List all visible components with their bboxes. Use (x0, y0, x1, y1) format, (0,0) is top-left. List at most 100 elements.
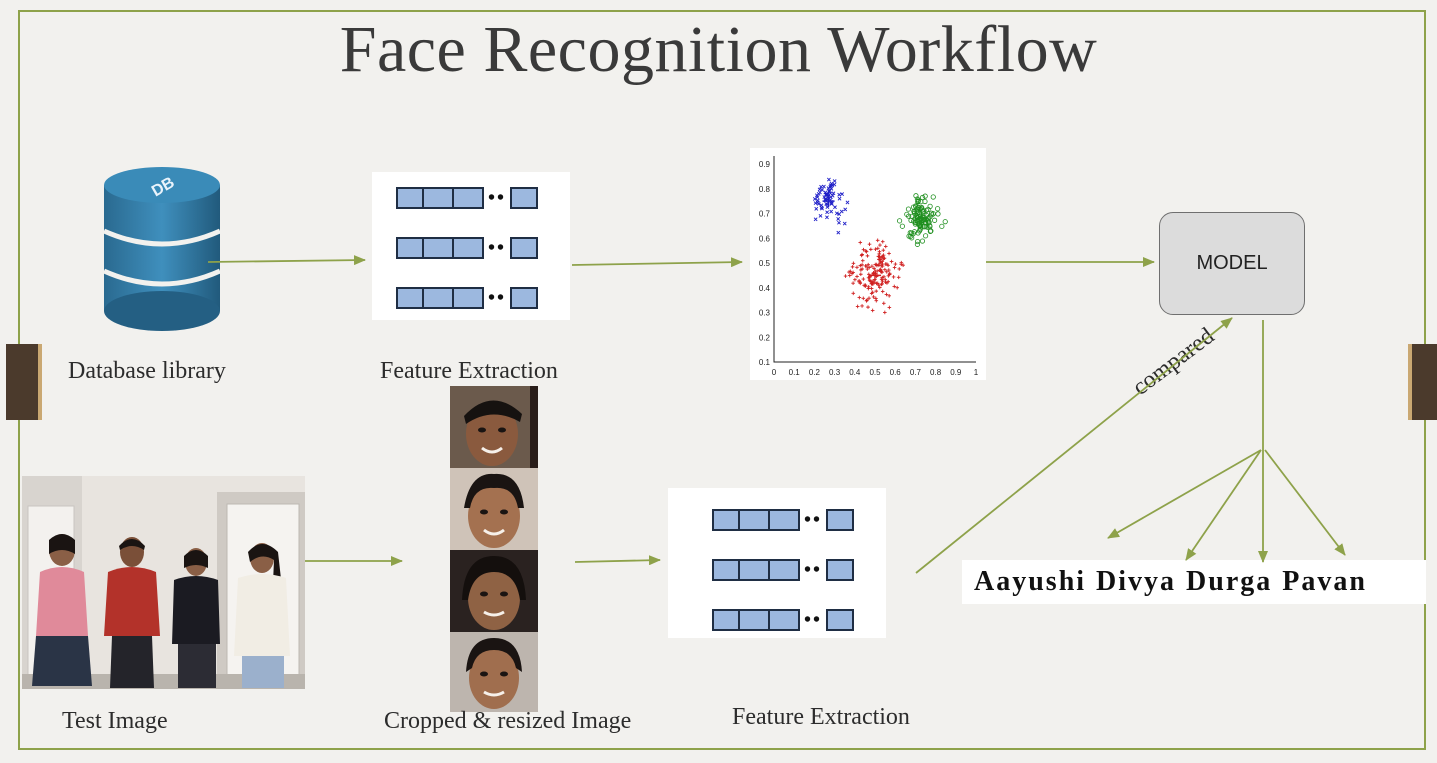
cropped-face-2 (450, 468, 538, 550)
scatter-point (879, 255, 884, 260)
scatter-point (837, 220, 841, 225)
scatter-point (932, 217, 938, 223)
x-tick-label: 1 (974, 368, 979, 377)
scatter-point (878, 267, 883, 272)
scatter-point (914, 196, 921, 202)
scatter-point (939, 223, 945, 229)
scatter-point (889, 259, 894, 264)
scatter-point (887, 294, 891, 298)
scatter-point (885, 262, 889, 266)
scatter-point (926, 219, 932, 225)
scatter-point (837, 212, 842, 217)
scatter-point (825, 215, 829, 220)
scatter-point (891, 275, 896, 279)
arrow-crops-to-features (574, 555, 661, 566)
database-label: Database library (68, 358, 226, 384)
scatter-point (901, 263, 905, 267)
x-tick-label: 0.5 (869, 368, 881, 377)
scatter-point (858, 240, 863, 245)
scatter-point (872, 266, 876, 271)
scatter-point (877, 263, 881, 268)
scatter-point (832, 182, 837, 187)
y-tick-label: 0.9 (759, 160, 771, 169)
scatter-point (857, 295, 862, 300)
test-image-photo (22, 476, 305, 689)
scatter-point (848, 269, 853, 274)
scatter-point (906, 233, 912, 239)
scatter-point (851, 270, 855, 275)
scatter-point (878, 243, 882, 247)
scatter-point (819, 184, 823, 189)
scatter-point (874, 298, 879, 303)
scatter-point (907, 230, 913, 236)
name-divya: Divya (1096, 566, 1177, 597)
scatter-point (919, 194, 926, 201)
scatter-point (867, 296, 871, 301)
scatter-point (874, 262, 879, 267)
scatter-point (855, 304, 860, 309)
scatter-point (866, 305, 870, 309)
scatter-point (915, 199, 921, 205)
scatter-point (869, 286, 874, 291)
scatter-point (876, 283, 881, 288)
scatter-point (913, 203, 919, 209)
scatter-point (861, 296, 866, 301)
scatter-point (866, 285, 871, 289)
scatter-point (870, 264, 874, 269)
scatter-point (892, 284, 897, 289)
scatter-point (885, 281, 889, 285)
scatter-point (882, 301, 886, 306)
scatter-point (867, 278, 872, 282)
scatter-point (858, 263, 863, 268)
scatter-point (914, 241, 921, 247)
scatter-point (863, 284, 868, 289)
scatter-point (814, 206, 819, 211)
scatter-point (865, 267, 870, 271)
scatter-point (818, 213, 823, 218)
scatter-point (887, 272, 892, 277)
scatter-point (879, 269, 884, 274)
scatter-point (892, 265, 897, 270)
x-tick-label: 0.7 (910, 368, 922, 377)
scatter-point (843, 207, 848, 212)
scatter-point (883, 310, 887, 315)
scatter-point (884, 269, 889, 274)
scatter-point (830, 183, 835, 188)
scatter-point (869, 291, 874, 296)
scatter-point (813, 217, 818, 222)
scatter-point (851, 291, 856, 296)
scatter-point (923, 224, 930, 230)
scatter-point (881, 253, 886, 257)
scatter-point (865, 264, 869, 268)
y-tick-label: 0.8 (759, 185, 771, 194)
scatter-point (886, 268, 891, 272)
scatter-point (867, 272, 871, 277)
scatter-point (865, 254, 870, 258)
feature-extraction-bottom-label: Feature Extraction (732, 704, 910, 730)
scatter-point (847, 273, 852, 278)
y-tick-label: 0.2 (759, 333, 771, 342)
scatter-point (864, 299, 869, 303)
scatter-point (867, 265, 872, 270)
scatter-point (915, 221, 921, 227)
scatter-point (884, 292, 889, 297)
scatter-point (828, 184, 833, 189)
person-2 (104, 537, 160, 688)
scatter-point (836, 230, 841, 235)
scatter-point (876, 254, 881, 259)
scatter-point (836, 217, 841, 221)
scatter-point (840, 192, 844, 197)
scatter-point (843, 274, 848, 278)
scatter-point (829, 209, 834, 214)
scatter-point (922, 193, 928, 199)
scatter-point (874, 281, 879, 286)
scatter-point (942, 219, 948, 225)
name-aayushi: Aayushi (974, 566, 1087, 597)
scatter-point (880, 275, 884, 280)
scatter-point (837, 192, 842, 197)
scatter-point (845, 200, 850, 205)
scatter-point (860, 304, 864, 308)
scatter-point (819, 205, 824, 210)
